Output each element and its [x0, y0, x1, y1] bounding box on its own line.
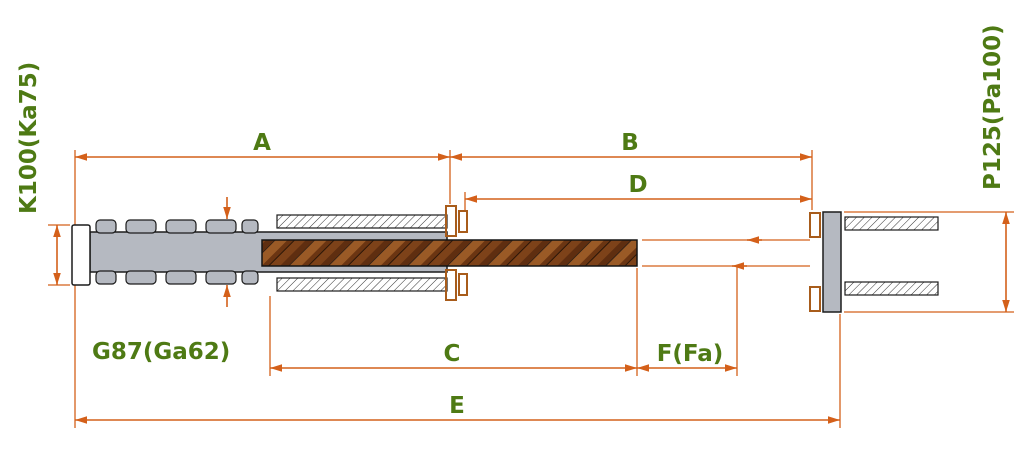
- dimension-extension-lines: [48, 150, 1014, 428]
- jamb-architrave-strip: [276, 277, 448, 292]
- pocket-mouth-profile: [458, 273, 468, 296]
- jamb-architrave-strip: [276, 214, 448, 229]
- jamb-architrave-strip: [844, 216, 939, 231]
- cassette-rib: [95, 219, 117, 234]
- cassette-end-cap: [71, 224, 91, 286]
- jamb-profile-hook: [809, 212, 821, 238]
- door-panel: [261, 239, 638, 267]
- dim-k-label: K100(Ka75): [16, 62, 42, 214]
- dimension-labels: A B D C F(Fa) E G87(Ga62) K100(Ka75) P12…: [16, 24, 1006, 419]
- dim-d-label: D: [628, 172, 647, 198]
- pocket-mouth-profile: [458, 210, 468, 233]
- dimension-f: [637, 236, 762, 372]
- pocket-mouth-profile: [445, 205, 457, 237]
- right-jamb: [809, 211, 939, 313]
- dim-f-label: F(Fa): [657, 341, 724, 367]
- pocket-mouth: [276, 205, 468, 301]
- pocket-mouth-profile: [445, 269, 457, 301]
- dim-a-label: A: [253, 130, 271, 156]
- jamb-architrave-strip: [844, 281, 939, 296]
- dim-e-label: E: [449, 393, 465, 419]
- dim-c-label: C: [444, 341, 461, 367]
- cassette-rib: [165, 270, 197, 285]
- jamb-profile-hook: [809, 286, 821, 312]
- cassette-rib: [241, 270, 259, 285]
- cassette-rib: [125, 219, 157, 234]
- cassette-rib: [165, 219, 197, 234]
- cassette-rib: [125, 270, 157, 285]
- jamb-post: [822, 211, 842, 313]
- dim-g-label: G87(Ga62): [92, 339, 230, 365]
- cassette-rib: [95, 270, 117, 285]
- cassette-rib: [205, 219, 237, 234]
- cassette-rib: [241, 219, 259, 234]
- cassette-rib: [205, 270, 237, 285]
- dim-b-label: B: [621, 130, 639, 156]
- dim-p-label: P125(Pa100): [980, 24, 1006, 190]
